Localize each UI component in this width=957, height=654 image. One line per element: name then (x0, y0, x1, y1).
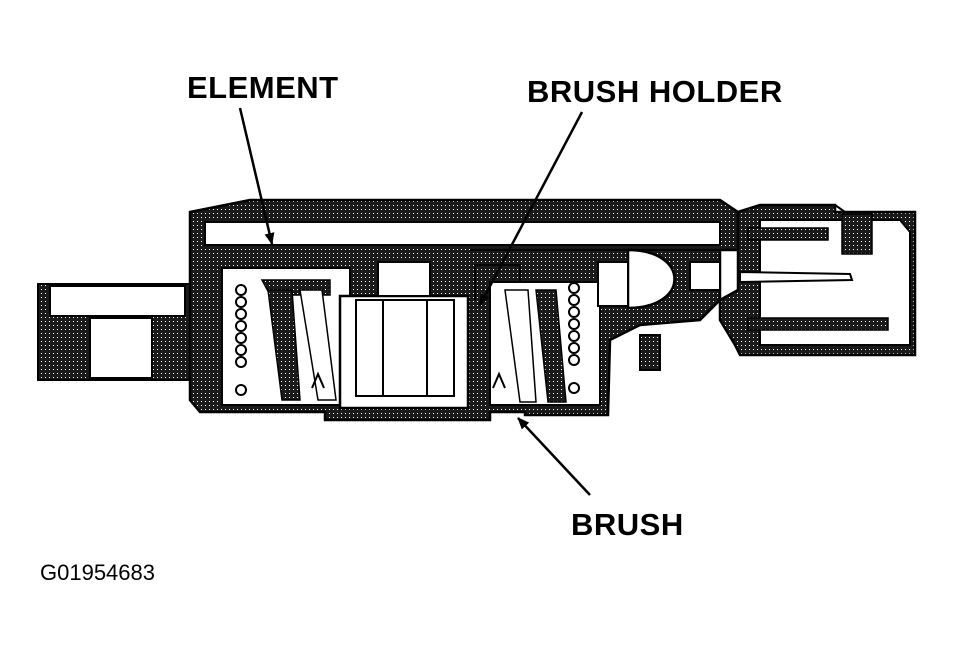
right-spring (568, 282, 580, 394)
right-connector (689, 203, 917, 357)
left-spring (235, 284, 247, 396)
figure-id-code: G01954683 (40, 560, 155, 585)
brush-leader-line (517, 417, 591, 496)
element-leader-line (238, 107, 275, 245)
sensor-housing (188, 198, 740, 422)
brush-callout-label: BRUSH (571, 507, 684, 542)
left-shaft (37, 283, 199, 381)
housing-bottom-tab (639, 334, 661, 371)
brush-holder-leader-line (478, 111, 584, 306)
element-callout-label: ELEMENT (187, 70, 339, 105)
brush-holder-callout-label: BRUSH HOLDER (527, 74, 783, 109)
